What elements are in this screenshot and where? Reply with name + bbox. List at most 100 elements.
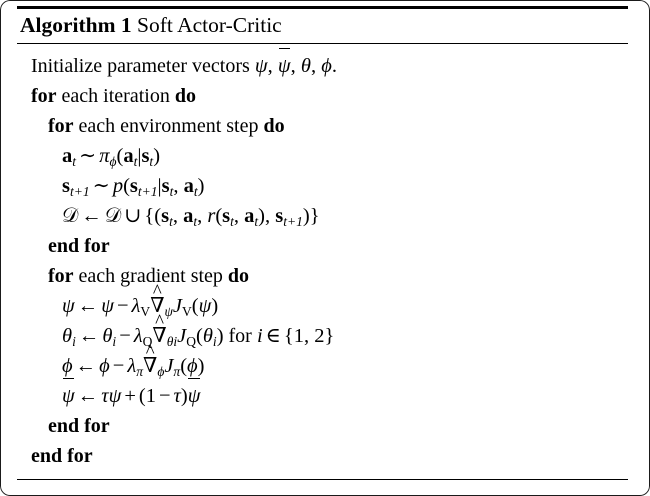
algorithm-title: Algorithm 1 Soft Actor-Critic	[17, 9, 628, 43]
keyword-do: do	[263, 114, 285, 137]
symbol-bold-a: a	[183, 204, 194, 227]
operator-element-of: ∈	[265, 324, 281, 347]
symbol-bold-a: a	[123, 144, 134, 167]
operator-assign-arrow: ←	[77, 384, 99, 407]
operator-assign-arrow: ←	[78, 324, 100, 347]
subscript-t: t	[169, 213, 173, 229]
keyword-end-for: end for	[48, 234, 110, 257]
for-qualifier-label: for	[228, 324, 252, 347]
keyword-end-for: end for	[48, 414, 110, 437]
operator-assign-arrow: ←	[81, 204, 102, 227]
line-update-phi: ϕ←ϕ−λπ∇ϕJπ(ϕ)	[17, 351, 628, 381]
keyword-for: for	[48, 114, 74, 137]
operator-minus: −	[112, 354, 125, 377]
symbol-psi-bar: ψ	[278, 48, 291, 81]
keyword-for: for	[48, 264, 74, 287]
symbol-tau: τ	[173, 384, 181, 407]
subscript-psi: ψ	[164, 303, 173, 319]
subscript-i: i	[72, 333, 76, 349]
line-end-for-gradient: end for	[17, 411, 628, 441]
symbol-bold-s: s	[161, 204, 170, 227]
symbol-theta: θ	[102, 324, 113, 347]
symbol-lambda: λ	[131, 294, 141, 317]
symbol-psi: ψ	[101, 294, 114, 317]
line-update-theta: θi←θi−λQ∇θiJQ(θi) for i∈{1, 2}	[17, 321, 628, 351]
for-environment-step-label: each environment step	[78, 114, 259, 137]
operator-sim: ∼	[92, 174, 110, 197]
symbol-index-i: i	[256, 324, 263, 347]
symbol-script-d: 𝒟	[104, 204, 122, 227]
subscript-t-plus-1: t+1	[283, 213, 303, 229]
line-sample-action: at∼πϕ(at|st)	[62, 144, 161, 169]
period: .	[331, 54, 337, 77]
line-update-replay-buffer: 𝒟←𝒟∪{(st, at, r(st, at), st+1)}	[62, 204, 320, 229]
symbol-lambda: λ	[127, 354, 137, 377]
algorithm-block: Algorithm 1 Soft Actor-Critic Initialize…	[17, 6, 628, 480]
symbol-psi: ψ	[62, 294, 75, 317]
subscript-pi: π	[136, 363, 143, 379]
subscript-i: i	[112, 333, 117, 349]
algorithm-title-keyword: Algorithm 1	[20, 13, 132, 37]
symbol-psi: ψ	[254, 54, 268, 77]
line-update-psi: ψ←ψ−λV∇ψJV(ψ)	[17, 291, 628, 321]
for-iteration-label: each iteration	[61, 84, 170, 107]
symbol-objective-j: J	[164, 354, 174, 377]
algorithm-body: Initialize parameter vectors ψ, ψ, θ, ϕ.…	[17, 44, 628, 479]
symbol-nabla-hat: ∇	[143, 351, 157, 381]
symbol-theta: θ	[62, 324, 73, 347]
keyword-do: do	[174, 84, 196, 107]
operator-minus: −	[116, 294, 129, 317]
subscript-t: t	[72, 153, 77, 169]
symbol-bold-s: s	[222, 204, 231, 227]
symbol-objective-j: J	[177, 324, 187, 347]
symbol-bold-s: s	[62, 174, 70, 197]
symbol-pi: π	[99, 144, 110, 167]
number-one: 1	[145, 384, 156, 407]
symbol-script-d: 𝒟	[62, 204, 79, 227]
algorithm-top-rule	[17, 6, 628, 9]
symbol-nabla-hat: ∇	[152, 321, 166, 351]
algorithm-title-rule	[17, 42, 628, 44]
keyword-for: for	[31, 84, 57, 107]
line-for-environment-step: for each environment step do	[17, 111, 628, 141]
operator-minus: −	[119, 324, 131, 347]
subscript-i: i	[173, 333, 178, 349]
symbol-psi: ψ	[108, 384, 122, 407]
keyword-do: do	[227, 264, 250, 287]
symbol-phi: ϕ	[187, 354, 198, 377]
symbol-phi: ϕ	[99, 354, 110, 377]
subscript-theta: θ	[166, 333, 174, 349]
subscript-t-plus-1: t+1	[69, 183, 90, 199]
algorithm-bottom-rule	[17, 478, 628, 480]
line-sample-next-state: st+1∼p(st+1|st, at)	[62, 174, 205, 199]
operator-plus: +	[124, 384, 136, 407]
keyword-end-for: end for	[31, 444, 93, 467]
symbol-p: p	[112, 174, 124, 197]
index-set: {1, 2}	[283, 324, 335, 347]
operator-assign-arrow: ←	[77, 294, 99, 317]
subscript-t: t	[169, 183, 174, 199]
symbol-theta: θ	[300, 54, 311, 77]
subscript-phi: ϕ	[157, 363, 165, 379]
line-end-for-iteration: end for	[17, 441, 628, 471]
symbol-bold-a: a	[244, 204, 255, 227]
symbol-theta: θ	[202, 324, 213, 347]
subscript-theta-i: θi	[167, 333, 177, 348]
subscript-q: Q	[186, 333, 197, 349]
operator-minus: −	[158, 384, 171, 407]
subscript-t: t	[133, 153, 138, 169]
line-initialize: Initialize parameter vectors ψ, ψ, θ, ϕ.	[17, 48, 628, 81]
subscript-t: t	[254, 213, 259, 229]
subscript-t: t	[149, 153, 154, 169]
symbol-bold-a: a	[183, 174, 194, 197]
subscript-t: t	[230, 213, 234, 229]
symbol-objective-j: J	[172, 294, 183, 317]
symbol-bold-s: s	[161, 174, 170, 197]
operator-union: ∪	[124, 204, 142, 227]
subscript-v: V	[182, 303, 192, 319]
subscript-i: i	[212, 333, 217, 349]
symbol-psi: ψ	[198, 294, 212, 317]
symbol-psi-bar: ψ	[188, 378, 200, 411]
symbol-tau: τ	[101, 384, 109, 407]
operator-assign-arrow: ←	[75, 354, 97, 377]
